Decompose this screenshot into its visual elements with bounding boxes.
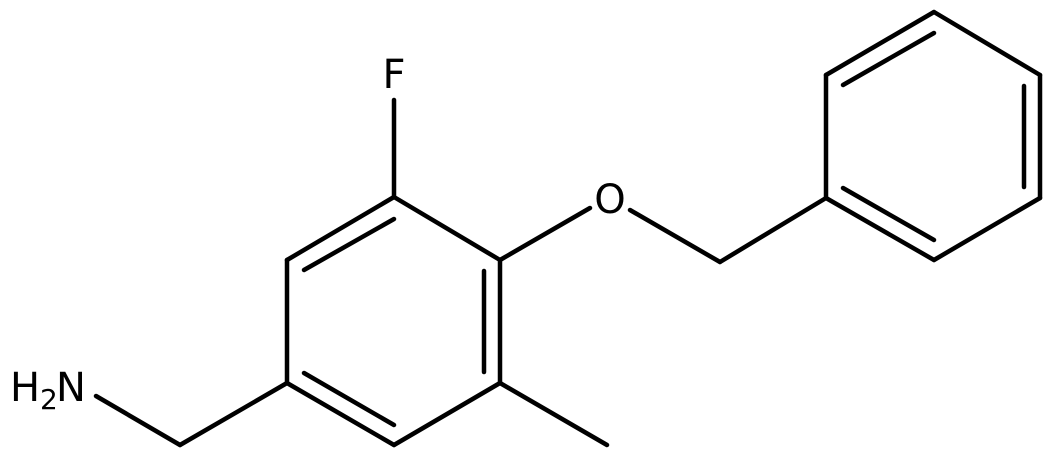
bond-c2-c3 [284, 194, 397, 263]
phenyl-ring [823, 9, 1043, 263]
oxygen-label: O [594, 177, 625, 223]
bond-c5-c6 [391, 380, 503, 448]
bond-p2-p3 [823, 9, 937, 78]
bond-c6-c1 [284, 380, 397, 448]
bond-ch2-nitrogen [93, 393, 183, 448]
central-ring [284, 194, 503, 448]
amine-n-label: N [56, 365, 86, 411]
bond-oxygen-ch2 [627, 207, 723, 265]
amine-h-label: H [10, 365, 40, 411]
bond-c2-c3-inner [301, 216, 397, 273]
amine-label: H 2 N [10, 365, 86, 416]
bond-p6-p1 [823, 195, 937, 263]
amine-subscript-label: 2 [40, 383, 58, 416]
bond-c1-ch2-amine [177, 380, 290, 448]
bond-ch2-phenyl [717, 195, 829, 265]
bond-p3-p4 [931, 9, 1043, 78]
bond-c3-c4 [391, 194, 503, 263]
bond-p6-p1-inner [840, 185, 937, 243]
bond-c5-methyl [497, 380, 610, 448]
bond-c4-oxygen [497, 205, 593, 263]
bond-c6-c1-inner [301, 370, 397, 428]
fluorine-label: F [382, 52, 405, 98]
bond-p2-p3-inner [840, 30, 937, 88]
bond-p5-p6 [931, 195, 1043, 263]
